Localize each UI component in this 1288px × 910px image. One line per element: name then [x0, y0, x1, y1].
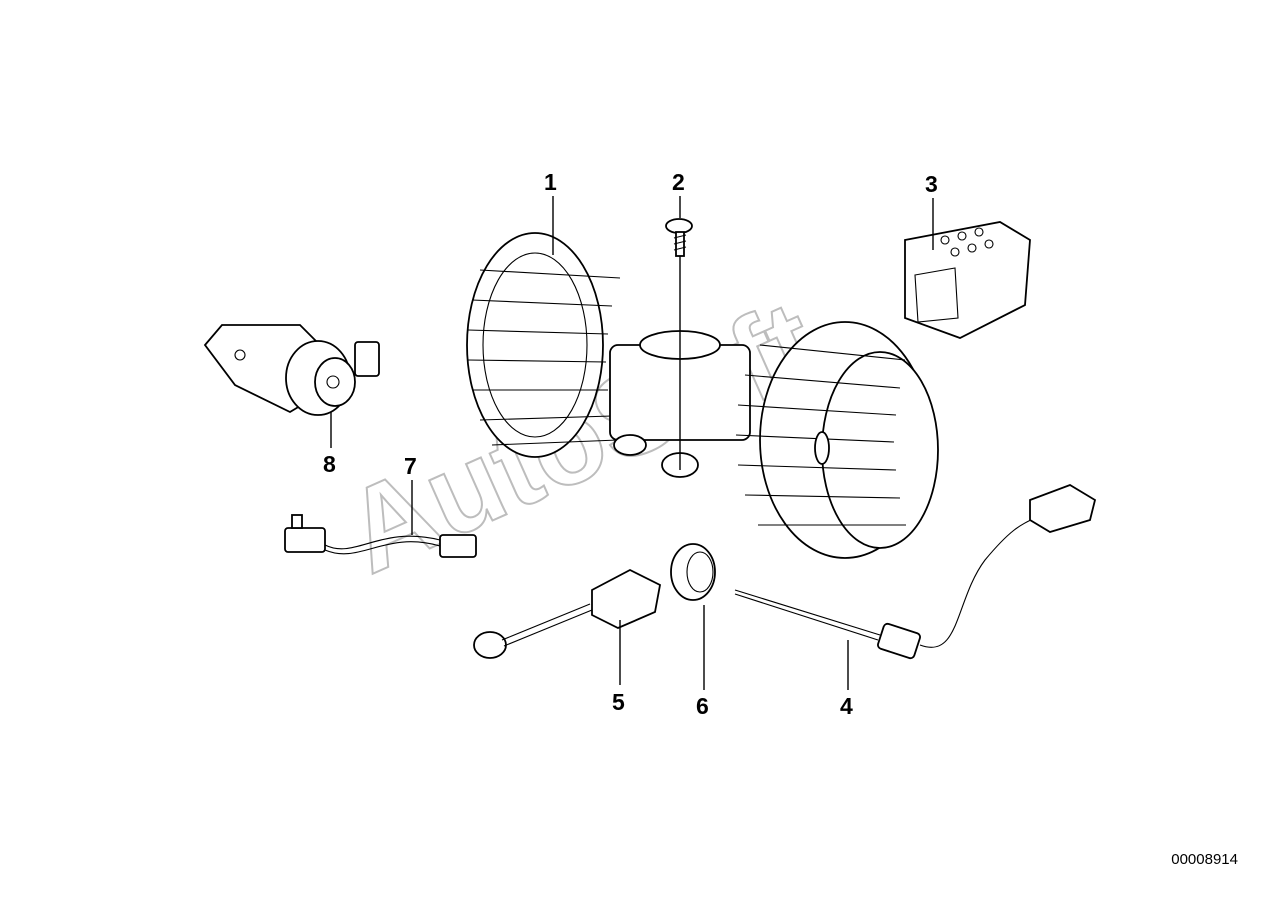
microswitch-part [284, 514, 477, 558]
callout-7: 7 [404, 453, 417, 479]
callout-8: 8 [323, 451, 336, 477]
blower-motor-assembly [466, 232, 939, 559]
callout-2: 2 [672, 169, 685, 195]
callout-3: 3 [925, 171, 938, 197]
temperature-probe-part [734, 484, 1097, 660]
temperature-sensor-part [473, 568, 662, 659]
document-number: 00008914 [1171, 851, 1238, 868]
callout-4: 4 [840, 693, 853, 719]
callout-1: 1 [544, 169, 557, 195]
grommet-part [670, 543, 716, 601]
blower-resistor-part [904, 221, 1031, 339]
callout-6: 6 [696, 693, 709, 719]
actuator-motor-part [203, 324, 380, 416]
screw-part [665, 218, 693, 257]
leader-lines [330, 196, 934, 690]
callout-5: 5 [612, 689, 625, 715]
